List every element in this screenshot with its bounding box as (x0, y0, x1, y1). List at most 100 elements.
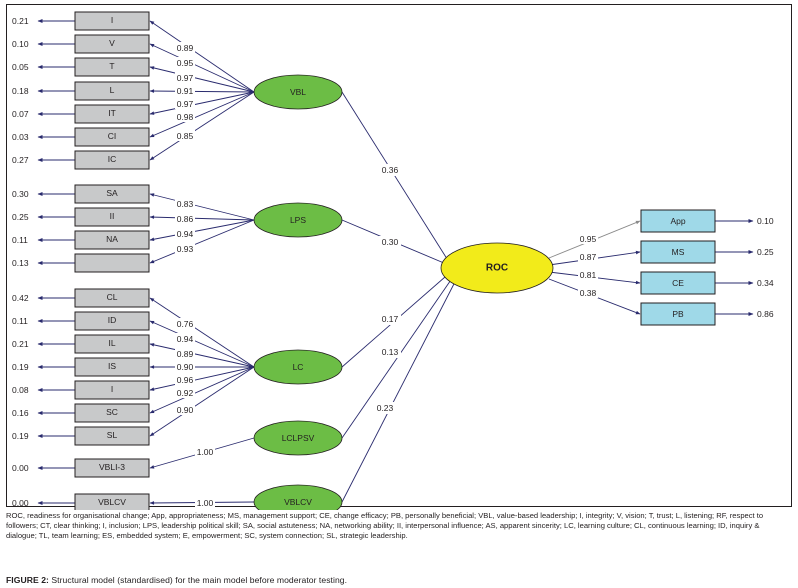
path-label-bg (379, 164, 401, 176)
latent-factor-ellipse (253, 202, 343, 238)
indicator-label: ID (108, 315, 117, 325)
error-variance-label: 0.16 (12, 408, 29, 418)
loading-arrow (149, 20, 255, 93)
latent-factor-label: LCLPSV (282, 433, 315, 443)
figure-number: FIGURE 2: (6, 575, 49, 585)
loading-label: 0.94 (177, 334, 194, 344)
outcome-error-label: 0.86 (757, 309, 774, 319)
loading-label: 0.83 (177, 199, 194, 209)
error-variance-label: 0.19 (12, 431, 29, 441)
error-variance-label: 0.05 (12, 62, 29, 72)
error-variance-label: 0.03 (12, 132, 29, 142)
indicator-box (74, 184, 150, 204)
loading-label: 0.98 (177, 112, 194, 122)
outcome-indicator-box (640, 302, 716, 326)
structural-path-arrow (341, 91, 450, 263)
indicator-box (74, 150, 150, 170)
nodes-layer (74, 11, 716, 510)
loading-label-bg (175, 213, 195, 224)
outcome-error-label: 0.34 (757, 278, 774, 288)
indicator-box (74, 288, 150, 308)
indicator-label: T (109, 61, 114, 71)
loading-label: 0.91 (177, 86, 194, 96)
loading-arrow (149, 219, 255, 264)
outcome-indicator-label: App (670, 216, 685, 226)
indicator-box (74, 11, 150, 31)
error-variance-label: 0.21 (12, 339, 29, 349)
loading-label-bg (175, 243, 195, 254)
outcome-error-label: 0.10 (757, 216, 774, 226)
indicator-box (74, 127, 150, 147)
loading-arrow (149, 193, 255, 221)
indicator-box (74, 403, 150, 423)
error-variance-label: 0.00 (12, 463, 29, 473)
loading-label: 0.92 (177, 388, 194, 398)
indicator-label: IS (108, 361, 116, 371)
loading-label-bg (175, 72, 195, 83)
loading-label-bg (175, 98, 195, 109)
latent-factor-ellipse (253, 420, 343, 456)
outcome-indicator-label: CE (672, 278, 684, 288)
error-variance-label: 0.18 (12, 86, 29, 96)
loading-label-bg (195, 446, 215, 457)
loading-label-bg (175, 404, 195, 415)
outcome-loading-label-bg (578, 251, 598, 262)
loading-arrow (149, 215, 255, 221)
loading-arrow (149, 91, 255, 115)
indicator-box (74, 57, 150, 77)
error-variance-label: 0.11 (12, 235, 28, 245)
outcome-loading-label: 0.81 (580, 270, 597, 280)
loading-label: 0.86 (177, 214, 194, 224)
indicator-label: IT (108, 108, 116, 118)
path-coefficient-label: 0.17 (382, 314, 399, 324)
loading-arrow (149, 66, 255, 93)
outcome-error-label: 0.25 (757, 247, 774, 257)
indicator-box (74, 380, 150, 400)
indicator-label: CI (108, 131, 117, 141)
path-coefficient-label: 0.23 (377, 403, 394, 413)
loading-label-bg (175, 57, 195, 68)
latent-factor-ellipse (253, 484, 343, 510)
indicator-box (74, 253, 150, 273)
loading-label: 0.96 (177, 375, 194, 385)
outcome-indicator-box (640, 240, 716, 264)
loading-arrow (149, 91, 255, 161)
path-coefficient-label: 0.30 (382, 237, 399, 247)
indicator-label: I (111, 15, 113, 25)
diagram-frame (6, 4, 792, 507)
path-label-bg (379, 346, 401, 358)
indicator-box (74, 104, 150, 124)
error-variance-label: 0.42 (12, 293, 29, 303)
error-variance-label: 0.11 (12, 316, 28, 326)
latent-factor-label: LC (293, 362, 304, 372)
latent-factor-ellipse (253, 349, 343, 385)
loading-arrow (149, 366, 255, 414)
error-variance-label: 0.30 (12, 189, 29, 199)
error-variance-label: 0.21 (12, 16, 29, 26)
indicator-box (74, 230, 150, 250)
error-variance-label: 0.00 (12, 498, 29, 508)
indicator-label: I (111, 384, 113, 394)
path-coefficient-label: 0.36 (382, 165, 399, 175)
indicator-box (74, 334, 150, 354)
loading-label: 0.95 (177, 58, 194, 68)
latent-factor-ellipse (253, 74, 343, 110)
outcome-indicator-label: PB (672, 309, 684, 319)
loading-label-bg (175, 85, 195, 96)
error-variance-label: 0.27 (12, 155, 29, 165)
loading-arrow (149, 366, 255, 437)
loading-label: 0.90 (177, 405, 194, 415)
loading-label: 0.94 (177, 229, 194, 239)
loading-label-bg (175, 228, 195, 239)
outcome-loading-label: 0.95 (580, 234, 597, 244)
indicator-label: SL (107, 430, 118, 440)
indicator-box (74, 458, 150, 478)
loading-label-bg (195, 497, 215, 508)
error-variance-label: 0.07 (12, 109, 29, 119)
path-label-bg (374, 402, 396, 414)
indicator-label: SA (106, 188, 118, 198)
loading-label-bg (175, 130, 195, 141)
figure-caption: FIGURE 2: Structural model (standardised… (6, 575, 347, 585)
